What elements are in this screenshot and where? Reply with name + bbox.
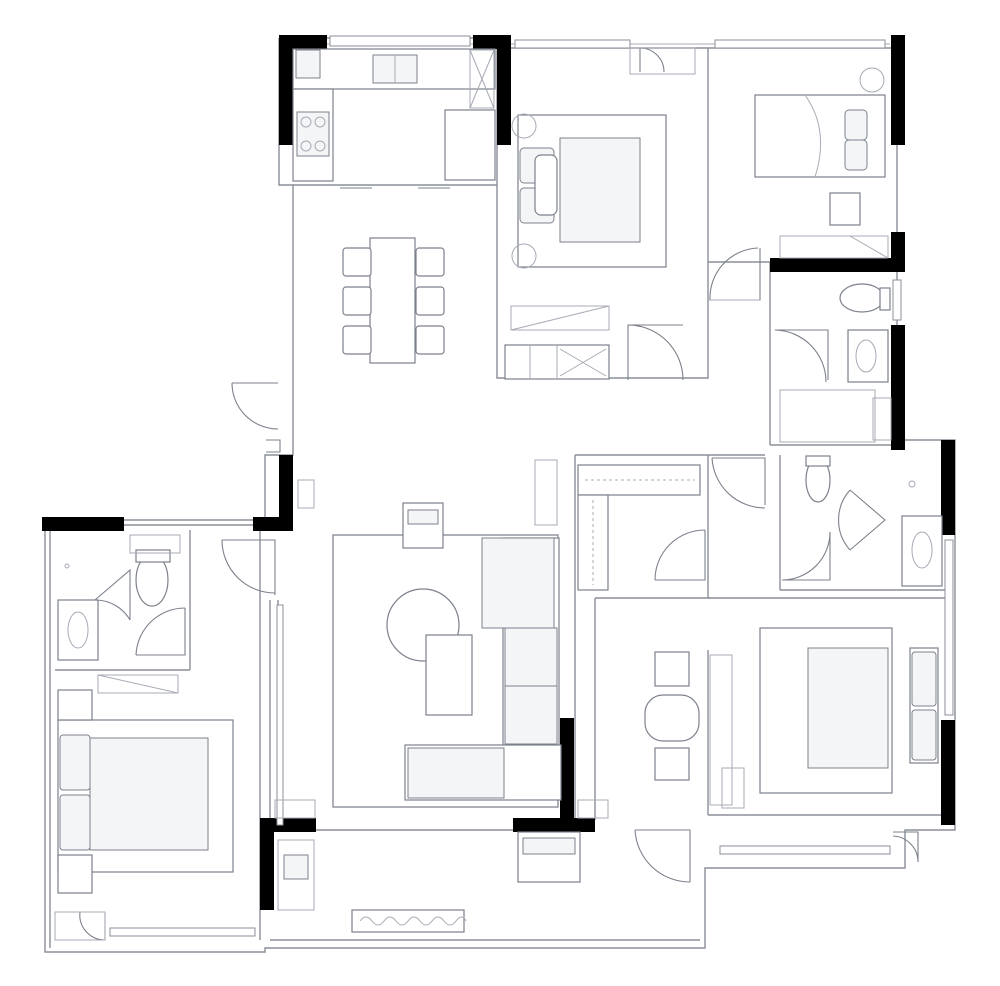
master-bedroom bbox=[644, 627, 939, 863]
bathroom-east bbox=[781, 455, 943, 587]
window-icon bbox=[109, 927, 256, 937]
door-swing-icon bbox=[639, 47, 665, 73]
dining-chairs bbox=[342, 247, 445, 355]
bathroom-west bbox=[57, 534, 186, 661]
window-icon bbox=[892, 279, 902, 321]
door-swing-icon bbox=[135, 607, 186, 656]
windows bbox=[109, 35, 954, 937]
walk-in-closet bbox=[577, 457, 766, 591]
bathroom-north bbox=[774, 283, 892, 443]
window-icon bbox=[329, 35, 471, 47]
chair bbox=[654, 747, 690, 781]
wall-segment bbox=[513, 818, 595, 832]
pillow bbox=[59, 734, 91, 791]
pillow bbox=[911, 651, 937, 707]
balcony bbox=[274, 799, 691, 933]
outer-walls bbox=[44, 37, 956, 953]
nightstand bbox=[57, 854, 93, 894]
toilet-icon bbox=[839, 283, 885, 313]
door-swing-icon bbox=[634, 829, 691, 883]
wall-segment bbox=[42, 517, 124, 531]
chair bbox=[342, 247, 372, 277]
bedroom-north-2 bbox=[708, 67, 889, 301]
wall-segment bbox=[941, 440, 955, 535]
door-swing-icon bbox=[781, 531, 831, 581]
bedroom-north-1 bbox=[504, 47, 696, 381]
wall-segment bbox=[891, 35, 905, 145]
door-swing-icon bbox=[221, 539, 276, 595]
door-swing-icon bbox=[58, 911, 106, 941]
door-swing-icon bbox=[774, 329, 829, 383]
sink-icon bbox=[901, 515, 943, 587]
door-swing-icon bbox=[266, 439, 281, 453]
chair bbox=[342, 325, 372, 355]
door-swing-icon bbox=[709, 247, 761, 301]
bedroom-southwest bbox=[54, 674, 234, 941]
kitchen bbox=[292, 48, 496, 189]
chair bbox=[654, 651, 690, 687]
wall-segment bbox=[891, 325, 905, 450]
living-room bbox=[221, 459, 581, 883]
wall-segment bbox=[497, 35, 511, 145]
pillow bbox=[844, 139, 868, 171]
wall-segment bbox=[560, 718, 574, 830]
wall-segment bbox=[279, 455, 293, 530]
plant-icon bbox=[359, 916, 467, 926]
wall-segment bbox=[891, 232, 905, 272]
dining-table-icon bbox=[369, 237, 416, 364]
window-icon bbox=[514, 39, 631, 49]
sink-icon bbox=[847, 329, 889, 383]
structural-walls bbox=[42, 35, 955, 910]
wall-segment bbox=[253, 517, 293, 531]
pillow bbox=[844, 109, 868, 141]
door-swing-icon bbox=[231, 382, 279, 430]
pillow bbox=[911, 709, 937, 761]
door-swing-icon bbox=[627, 324, 684, 381]
door-swing-icon bbox=[654, 529, 706, 581]
wall-segment bbox=[941, 720, 955, 825]
door-swing-icon bbox=[837, 489, 886, 551]
door-swing-icon bbox=[711, 457, 766, 509]
sink-icon bbox=[57, 599, 99, 661]
pillow bbox=[59, 794, 91, 851]
door-swing-icon bbox=[94, 568, 131, 621]
chair bbox=[415, 286, 445, 316]
wall-segment bbox=[260, 818, 274, 910]
ottoman bbox=[425, 634, 473, 716]
wall-segment bbox=[279, 35, 293, 145]
desk-chair bbox=[829, 192, 861, 226]
window-icon bbox=[719, 845, 891, 855]
window-icon bbox=[944, 539, 954, 716]
dining-area bbox=[231, 237, 445, 509]
chair bbox=[342, 286, 372, 316]
window-icon bbox=[276, 604, 284, 826]
door-swing-icon bbox=[892, 831, 919, 863]
round-table bbox=[644, 694, 700, 742]
wall-segment bbox=[770, 258, 897, 272]
chair bbox=[415, 325, 445, 355]
nightstand bbox=[57, 689, 93, 721]
window-icon bbox=[714, 39, 886, 49]
fridge bbox=[444, 109, 496, 181]
chair bbox=[415, 247, 445, 277]
washer bbox=[295, 49, 321, 79]
